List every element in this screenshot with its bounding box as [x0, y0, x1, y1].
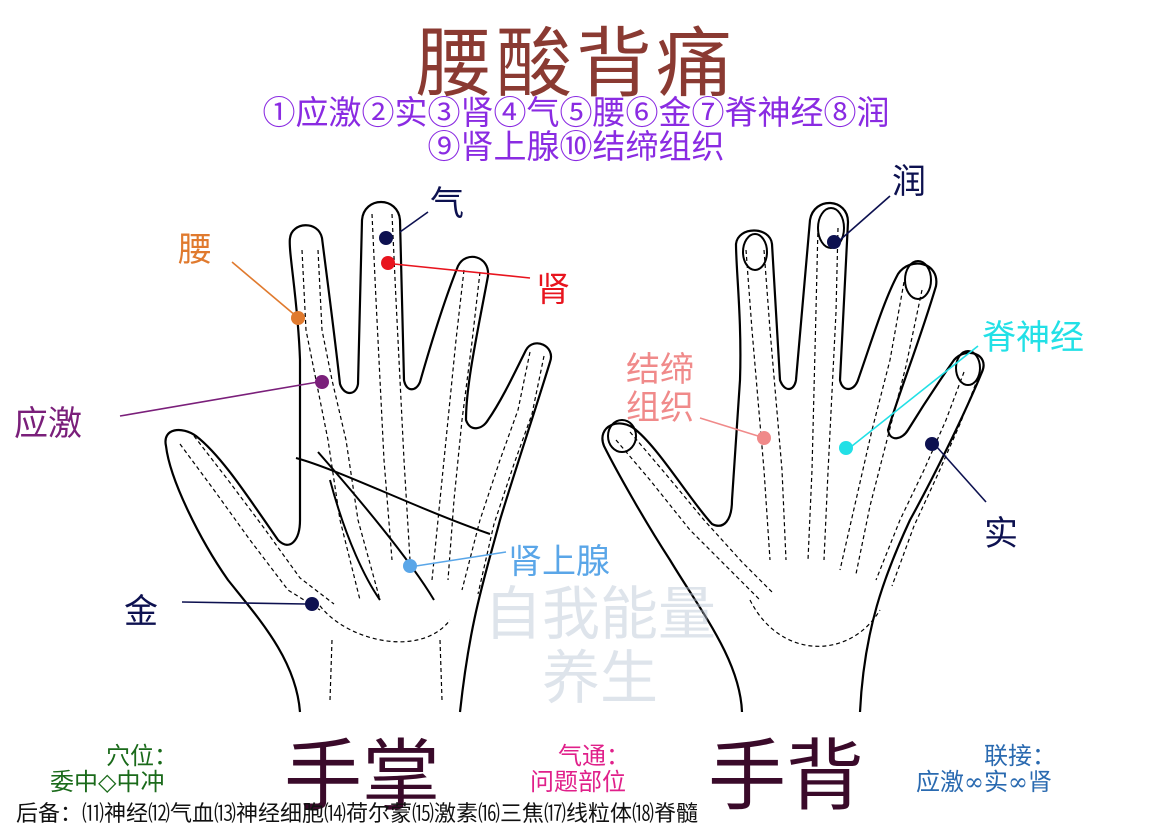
label-run: 润 — [892, 162, 926, 202]
point-jiedi — [757, 431, 771, 445]
point-yao — [291, 311, 305, 325]
acupoints — [291, 231, 939, 611]
lianjie-title: 联接： — [984, 742, 1056, 770]
point-shi — [925, 437, 939, 451]
palm-bones — [179, 213, 545, 701]
point-shen — [381, 256, 395, 270]
point-yingji — [315, 375, 329, 389]
point-jishenjing — [839, 441, 853, 455]
label-shenshangxian: 肾上腺 — [508, 542, 610, 582]
palm-hand-outline — [164, 200, 553, 713]
label-jishenjing: 脊神经 — [982, 318, 1084, 358]
subtitle-line-2: ⑨肾上腺⑩结缔组织 — [427, 127, 725, 166]
subtitle-line-1: ①应激②实③肾④气⑤腰⑥金⑦脊神经⑧润 — [262, 93, 890, 132]
back-bones — [615, 225, 979, 647]
page-title: 腰酸背痛 — [416, 19, 736, 108]
label-yao: 腰 — [178, 230, 212, 270]
label-shen: 肾 — [536, 270, 570, 310]
label-qi: 气 — [430, 184, 464, 224]
label-shi: 实 — [984, 514, 1018, 554]
lianjie-value: 应激∞实∞肾 — [916, 768, 1052, 796]
qitong-value: 问题部位 — [530, 768, 626, 796]
back-fingernails — [607, 207, 981, 453]
palm-creases — [295, 451, 491, 601]
back-label: 手背 — [708, 732, 865, 822]
label-jiedi-line-1: 结缔 — [626, 350, 694, 390]
point-shenshangxian — [403, 559, 417, 573]
label-yingji: 应激 — [14, 404, 82, 444]
acupoint-title: 穴位： — [106, 742, 178, 770]
watermark: 自我能量 养生 — [420, 582, 780, 710]
point-jin — [305, 597, 319, 611]
acupoint-value: 委中◇中冲 — [50, 768, 165, 796]
label-jiedi-line-2: 组织 — [626, 388, 694, 428]
backup-list: 后备：⑾神经⑿气血⒀神经细胞⒁荷尔蒙⒂激素⒃三焦⒄线粒体⒅脊髓 — [16, 802, 699, 827]
point-qi — [379, 231, 393, 245]
palm-label: 手掌 — [284, 732, 441, 822]
leader-lines — [119, 195, 987, 605]
qitong-title: 气通： — [558, 742, 630, 770]
watermark-line-2: 养生 — [541, 644, 658, 712]
watermark-line-1: 自我能量 — [483, 580, 716, 648]
point-run — [827, 235, 841, 249]
label-jin: 金 — [124, 592, 158, 632]
